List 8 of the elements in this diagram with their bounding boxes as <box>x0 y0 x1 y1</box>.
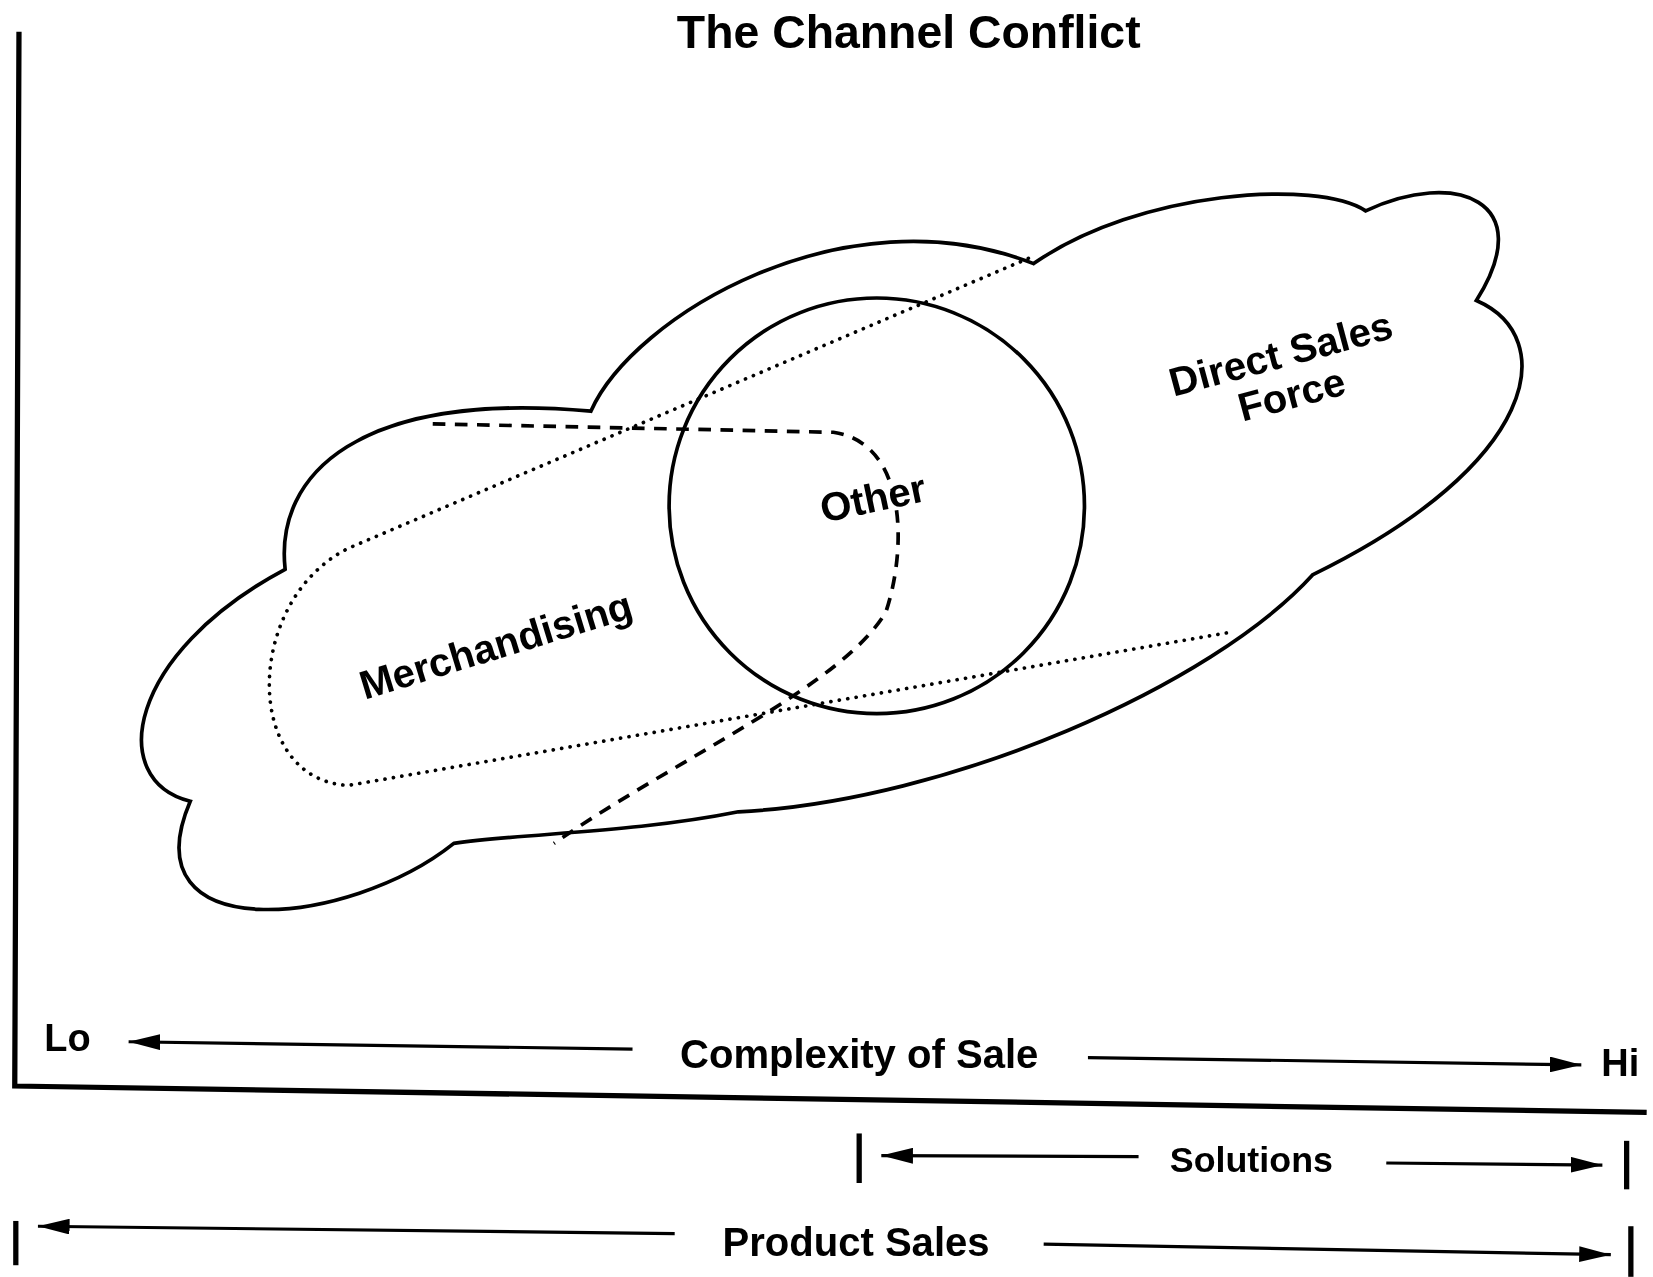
axis-label: Solutions <box>1169 1139 1333 1181</box>
region-label: Other <box>815 463 931 533</box>
axis-label: Hi <box>1601 1041 1640 1085</box>
axis-label: Product Sales <box>722 1219 990 1265</box>
axis-label: Lo <box>44 1016 91 1060</box>
region-label: Direct Sales Force <box>1163 301 1399 432</box>
axis-label: Complexity of Sale <box>680 1031 1039 1077</box>
title: The Channel Conflict <box>676 4 1141 59</box>
